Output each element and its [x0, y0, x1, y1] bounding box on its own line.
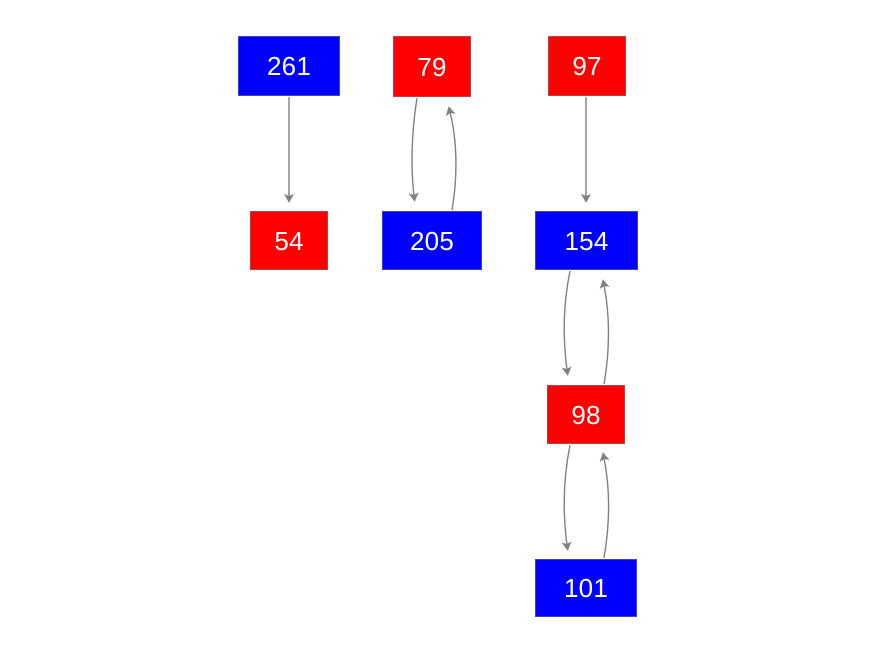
graph-node-label: 79	[417, 51, 447, 82]
graph-node-label: 101	[564, 573, 608, 603]
edge-n98-to-n101	[561, 444, 572, 551]
graph-node-54[interactable]: 54	[250, 211, 328, 270]
graph-node-101[interactable]: 101	[535, 559, 637, 617]
edge-n98-to-n154	[599, 279, 610, 385]
graph-node-261[interactable]: 261	[238, 36, 340, 96]
graph-node-label: 261	[267, 51, 311, 81]
graph-node-79[interactable]: 79	[393, 36, 471, 97]
edge-n205-to-n79	[445, 106, 457, 211]
edge-n101-to-n98	[599, 452, 610, 559]
graph-node-98[interactable]: 98	[547, 385, 625, 444]
edge-n154-to-n98	[561, 270, 572, 376]
graph-node-label: 205	[410, 225, 454, 256]
graph-node-label: 54	[274, 225, 304, 256]
graph-node-label: 154	[564, 225, 609, 256]
edge-n79-to-n205	[408, 97, 419, 202]
graph-node-label: 98	[571, 399, 601, 430]
graph-node-97[interactable]: 97	[548, 36, 626, 96]
edges-group	[283, 97, 610, 559]
graph-node-154[interactable]: 154	[535, 211, 638, 270]
graph-node-205[interactable]: 205	[382, 211, 482, 270]
graph-node-label: 97	[572, 51, 602, 81]
